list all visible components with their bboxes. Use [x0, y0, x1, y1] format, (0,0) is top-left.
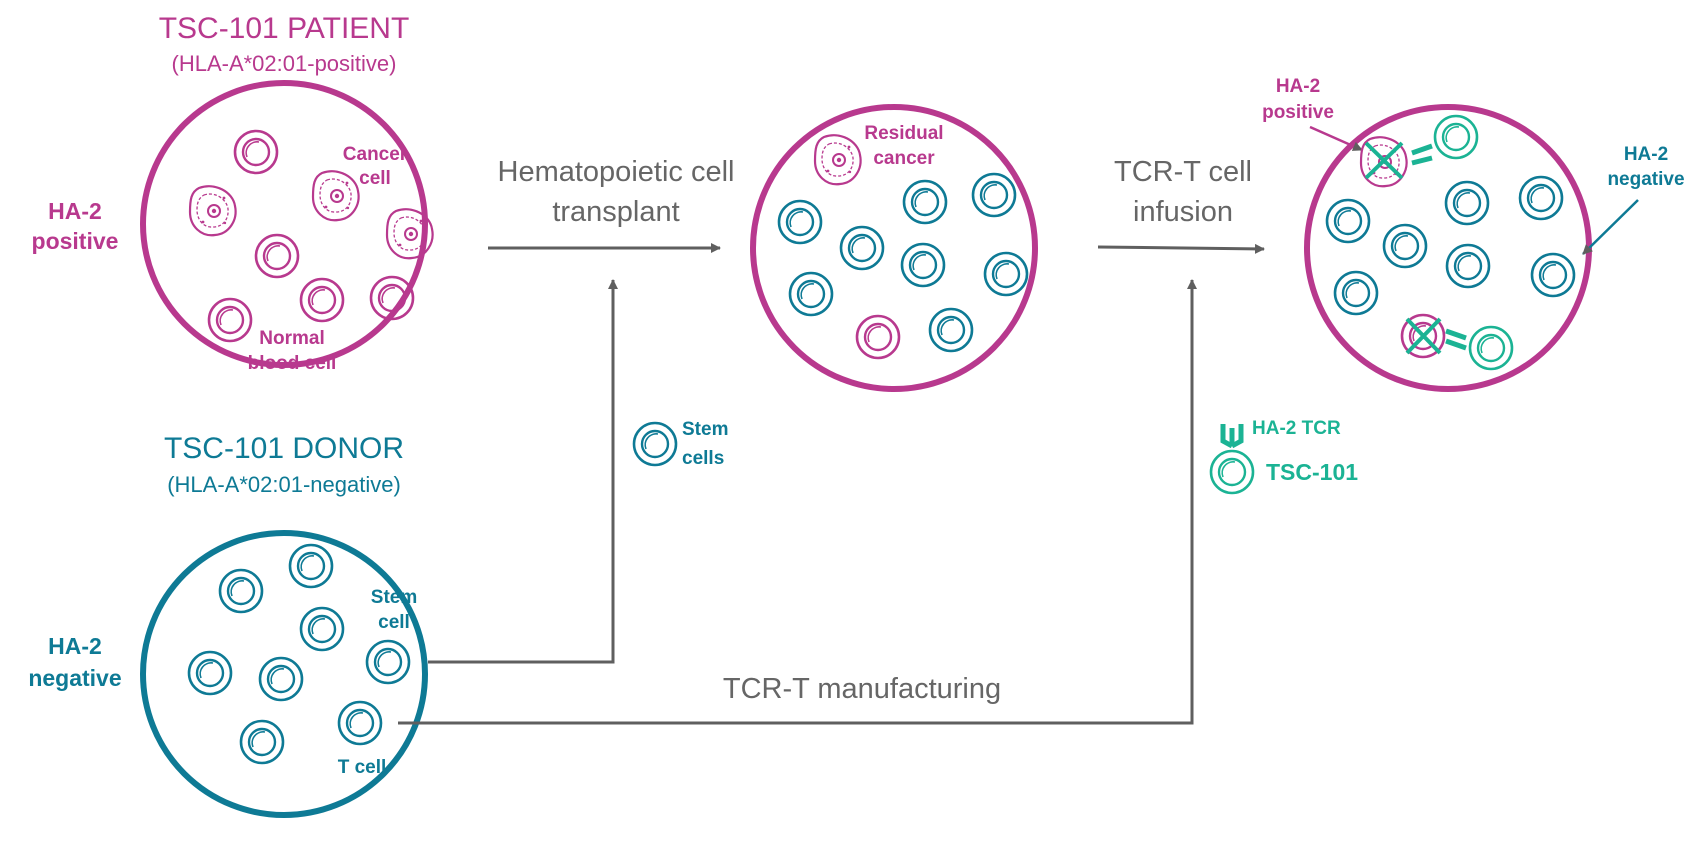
donor-side-label-line1: HA-2 — [48, 633, 102, 659]
infusion-label-line2: infusion — [1133, 196, 1233, 228]
stem-cells-legend-line2: cells — [682, 448, 724, 469]
stem-cells-legend-line1: Stem — [682, 419, 728, 440]
tsc101-t-cell — [1468, 325, 1514, 371]
cancer-cell — [188, 185, 237, 237]
manufacturing-label: TCR-T manufacturing — [723, 673, 1001, 705]
donor-cell — [239, 719, 285, 765]
engrafted-cell — [928, 307, 974, 353]
tsc101-legend-icon — [1209, 449, 1255, 495]
stem-cell-label-line2: cell — [378, 612, 410, 633]
patient-side-label-line1: HA-2 — [48, 198, 102, 224]
engrafted-cell — [983, 251, 1029, 297]
tcr-engagement-icon — [1411, 143, 1433, 166]
engrafted-cell — [900, 242, 946, 288]
negative-pointer — [1582, 199, 1639, 255]
donor-t-cell — [337, 700, 383, 746]
patient-side-label-line2: positive — [32, 228, 119, 254]
donor-side-label-line2: negative — [28, 665, 121, 691]
engrafted-cell — [777, 199, 823, 245]
engrafted-cell — [902, 179, 948, 225]
tcr-engagement-icon — [1445, 328, 1467, 351]
normal-cell-label-line2: blood cell — [248, 353, 337, 374]
engrafted-cell — [971, 172, 1017, 218]
donor-derived-cell — [1518, 175, 1564, 221]
infusion-arrow — [1097, 243, 1265, 254]
post-infusion-circle — [1304, 104, 1592, 392]
donor-derived-cell — [1382, 223, 1428, 269]
engrafted-cell — [788, 271, 834, 317]
negative-label-line1: HA-2 — [1624, 144, 1668, 165]
normal-blood-cell — [254, 233, 300, 279]
donor-cell — [288, 543, 334, 589]
cancer-cell — [311, 170, 360, 222]
positive-label-line1: HA-2 — [1276, 76, 1320, 97]
normal-blood-cell — [299, 277, 345, 323]
donor-subtitle: (HLA-A*02:01-negative) — [167, 472, 401, 497]
normal-cell-label-line1: Normal — [259, 328, 324, 349]
residual-blood-cell — [855, 314, 901, 360]
donor-stem-cell — [365, 639, 411, 685]
negative-label-line2: negative — [1607, 169, 1684, 190]
donor-cell — [299, 606, 345, 652]
kill-mark-icon — [1405, 317, 1442, 355]
transplant-label-line2: transplant — [552, 196, 679, 228]
normal-blood-cell — [207, 297, 253, 343]
donor-derived-cell — [1333, 270, 1379, 316]
kill-mark-icon — [1364, 141, 1404, 180]
stem-cell-label-line1: Stem — [371, 587, 417, 608]
donor-derived-cell — [1444, 180, 1490, 226]
donor-cell — [218, 568, 264, 614]
tsc101-legend-label: TSC-101 — [1266, 459, 1358, 485]
donor-title: TSC-101 DONOR — [164, 432, 404, 465]
normal-blood-cell — [233, 129, 279, 175]
engrafted-cell — [839, 225, 885, 271]
patient-title: TSC-101 PATIENT — [159, 12, 410, 45]
t-cell-arrow — [398, 279, 1197, 725]
t-cell-label: T cell — [338, 757, 387, 778]
positive-label-line2: positive — [1262, 102, 1334, 123]
donor-derived-cell — [1445, 243, 1491, 289]
tcr-legend-label: HA-2 TCR — [1252, 418, 1341, 439]
residual-label-line2: cancer — [873, 148, 935, 169]
donor-derived-cell — [1530, 252, 1576, 298]
patient-circle — [140, 80, 428, 368]
tsc101-t-cell — [1433, 114, 1479, 160]
tcr-legend-icon — [1223, 424, 1241, 446]
donor-circle — [140, 530, 428, 818]
post-transplant-circle — [750, 104, 1038, 392]
positive-pointer — [1309, 125, 1363, 152]
stem-cells-legend-icon — [632, 421, 678, 467]
donor-cell — [258, 656, 304, 702]
cancer-cell-label-line1: Cancer — [343, 144, 408, 165]
donor-cell — [187, 650, 233, 696]
cancer-cell-label-line2: cell — [359, 168, 391, 189]
stem-cell-arrow — [428, 279, 618, 664]
infusion-label-line1: TCR-T cell — [1114, 156, 1252, 188]
donor-derived-cell — [1325, 198, 1371, 244]
transplant-label-line1: Hematopoietic cell — [498, 156, 735, 188]
patient-subtitle: (HLA-A*02:01-positive) — [172, 51, 397, 76]
residual-cancer-cell — [813, 134, 862, 186]
residual-label-line1: Residual — [864, 123, 943, 144]
